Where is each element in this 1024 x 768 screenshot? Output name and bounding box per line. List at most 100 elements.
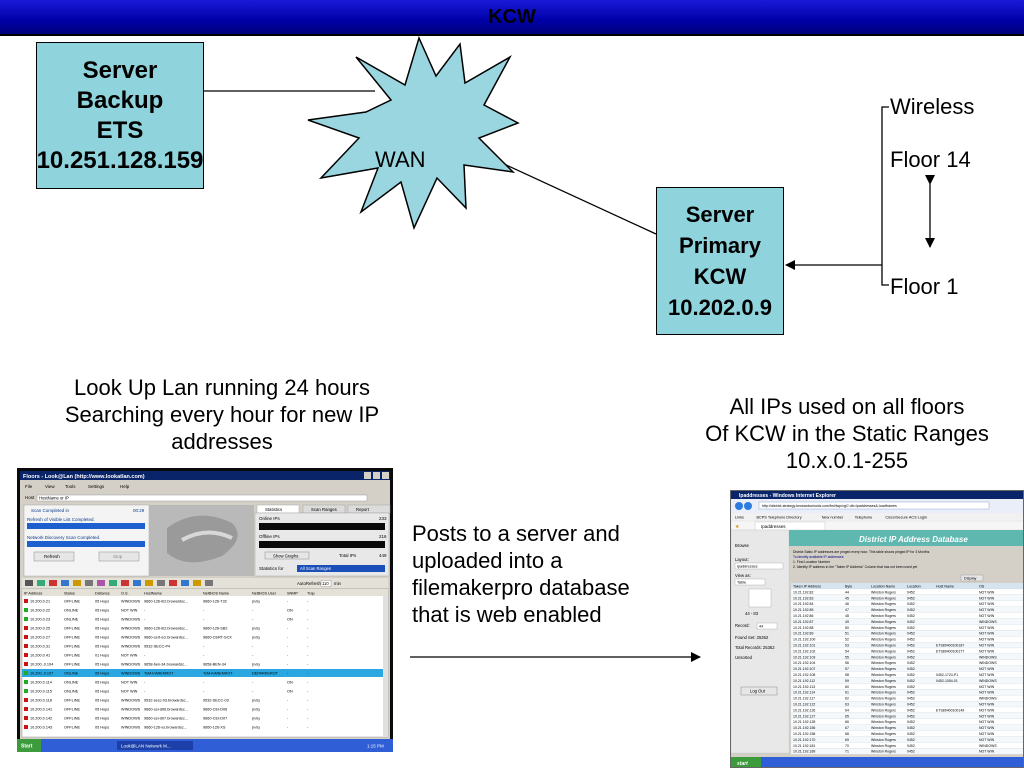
- forward-icon[interactable]: [744, 502, 752, 510]
- close-button[interactable]: [382, 472, 389, 479]
- record-navigator[interactable]: [748, 588, 772, 608]
- logout-button[interactable]: [740, 686, 778, 696]
- link-item-3[interactable]: Telephone: [855, 516, 873, 520]
- host-input[interactable]: [36, 494, 368, 502]
- refresh-button[interactable]: [33, 551, 75, 562]
- autorefresh-input[interactable]: [320, 580, 332, 587]
- db-cell: 0452: [907, 673, 915, 677]
- layout-select[interactable]: [734, 562, 784, 570]
- display-button[interactable]: [960, 574, 984, 582]
- menu-item-0[interactable]: File: [25, 484, 33, 489]
- ip-cell: OFFLINE: [64, 600, 81, 604]
- toolbar-icon-11[interactable]: [157, 580, 165, 586]
- toolbar-icon-12[interactable]: [169, 580, 177, 586]
- link-item-0[interactable]: Links: [735, 516, 744, 520]
- stats-tab-2[interactable]: [347, 504, 391, 514]
- stop-button[interactable]: [98, 551, 140, 562]
- toolbar-icon-14[interactable]: [193, 580, 201, 586]
- start-button[interactable]: [17, 739, 41, 752]
- link-item-4[interactable]: Cisco/Secure ACS Login: [885, 516, 927, 520]
- show-graphs-button[interactable]: [264, 551, 310, 560]
- stats-for-select[interactable]: [297, 565, 385, 572]
- minimize-button[interactable]: [364, 472, 371, 479]
- toolbar-icon-8[interactable]: [121, 580, 129, 586]
- link-item-2[interactable]: New number: [822, 516, 844, 520]
- link-item-1[interactable]: BCPS Telephone Directory: [757, 516, 802, 520]
- favorites-star-icon[interactable]: ★: [735, 524, 740, 530]
- view-select[interactable]: [734, 578, 766, 586]
- db-cell: 10.21.192.83: [793, 596, 813, 600]
- toolbar-icon-9[interactable]: [133, 580, 141, 586]
- toolbar-icon-4[interactable]: [73, 580, 81, 586]
- toolbar-icon-1[interactable]: [37, 580, 45, 586]
- menu-item-3[interactable]: Settings: [88, 484, 105, 489]
- toolbar-icon-5[interactable]: [85, 580, 93, 586]
- toolbar-icon-3[interactable]: [61, 580, 69, 586]
- record-input[interactable]: [756, 622, 778, 630]
- maximize-button[interactable]: [373, 472, 380, 479]
- back-icon[interactable]: [735, 502, 743, 510]
- taskbar-item[interactable]: [117, 741, 193, 750]
- menu-item-4[interactable]: Help: [120, 484, 130, 489]
- db-cell: 60: [845, 685, 849, 689]
- toolbar-icon-10[interactable]: [145, 580, 153, 586]
- table-scrollbar[interactable]: [383, 596, 388, 737]
- menu-item-1[interactable]: View: [45, 484, 55, 489]
- menu-item-2[interactable]: Tools: [65, 484, 76, 489]
- toolbar-icon-0[interactable]: [25, 580, 33, 586]
- toolbar-icon-15[interactable]: [205, 580, 213, 586]
- toolbar-icon-7[interactable]: [109, 580, 117, 586]
- toolbar-icon-13[interactable]: [181, 580, 189, 586]
- toolbar-icon-6[interactable]: [97, 580, 105, 586]
- toolbar-icon-2[interactable]: [49, 580, 57, 586]
- address-bar[interactable]: [758, 501, 990, 510]
- ip-cell: -: [307, 627, 309, 631]
- ip-cell: 05 Hops: [95, 645, 109, 649]
- ie-start-button[interactable]: [731, 757, 761, 768]
- db-cell: 49: [845, 620, 849, 624]
